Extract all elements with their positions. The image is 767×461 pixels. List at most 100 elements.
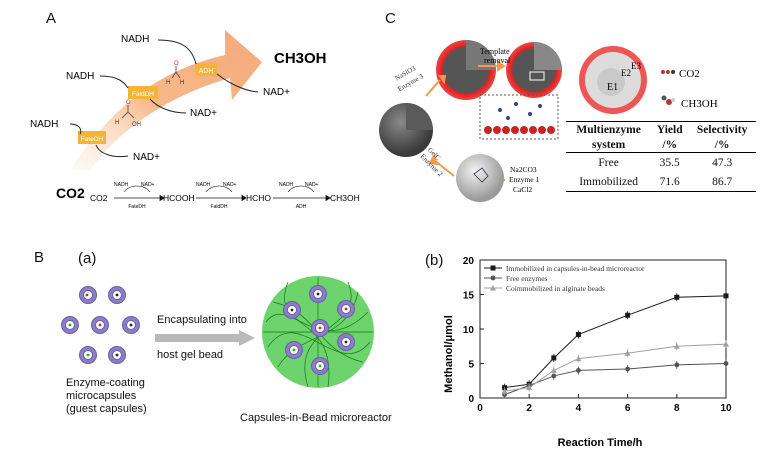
y-tick-label: 0 (468, 394, 474, 405)
data-point (490, 265, 496, 271)
panel-a-letter: A (46, 10, 57, 27)
data-point (490, 285, 496, 291)
svg-text:CaCl2: CaCl2 (513, 185, 532, 194)
x-tick-label: 8 (674, 403, 680, 414)
data-point (625, 366, 630, 372)
nad-label-1: NAD+ (133, 152, 160, 163)
svg-text:ADH: ADH (296, 204, 307, 210)
data-point (551, 355, 557, 361)
x-tick-label: 4 (576, 403, 582, 414)
guest-caption: Enzyme-coating microcapsules (guest caps… (66, 377, 147, 415)
nadh-label-1: NADH (30, 119, 58, 130)
panel-c-enzyme-capsule: E1 E2 E3 CO2 CH3OH (579, 46, 718, 114)
capsule-caco3 (456, 154, 504, 202)
svg-text:CO2: CO2 (679, 68, 700, 80)
eq-co2: CO2 (90, 193, 108, 203)
capsules-in-bead (262, 276, 374, 388)
legend-label: Immobilized in capsules-in-bead microrea… (506, 264, 645, 273)
svg-text:H: H (180, 80, 184, 86)
series-line-0 (504, 295, 727, 389)
enzyme-label-falddh: FaldDH (132, 91, 154, 98)
data-point (501, 388, 508, 394)
svg-text:O: O (126, 100, 131, 106)
svg-text:removal: removal (484, 56, 511, 65)
data-point (674, 362, 680, 368)
enzyme-box-falddh (128, 86, 158, 99)
series-line-2 (504, 343, 727, 392)
svg-text:FaldDH: FaldDH (211, 204, 228, 210)
enzyme-label-adh: ADH (199, 68, 214, 75)
data-point (673, 343, 680, 349)
col-header-selectivity: Selectivity (688, 121, 756, 137)
svg-text:E3: E3 (631, 61, 641, 71)
x-tick-label: 6 (625, 403, 631, 414)
data-point (576, 368, 581, 373)
data-point (723, 361, 729, 366)
yield-selectivity-table: Multienzyme Yield Selectivity system /% … (566, 121, 756, 192)
svg-text:NADH: NADH (114, 182, 129, 188)
svg-text:OH: OH (132, 122, 141, 128)
eq-hcho: HCHO (246, 193, 271, 203)
col-header-yield: Yield (651, 121, 689, 137)
host-gel-label: host gel bead (157, 349, 224, 361)
series-line-1 (504, 363, 727, 396)
svg-text:FateDH: FateDH (128, 204, 146, 210)
guest-capsules-group (61, 286, 140, 364)
data-point (625, 312, 631, 318)
panel-b-letter: B (34, 249, 45, 266)
panel-a-scheme: FateDH FaldDH ADH NADH NADH NADH NAD+ NA… (30, 30, 360, 210)
svg-text:NAD+: NAD+ (141, 182, 155, 188)
co2-label: CO2 (56, 185, 85, 201)
y-tick-label: 10 (463, 325, 475, 336)
nadh-label-3: NADH (121, 34, 149, 45)
svg-text:H: H (115, 120, 119, 126)
y-axis-label: Methanol/μmol (443, 315, 455, 393)
svg-text:NADH: NADH (196, 182, 211, 188)
y-tick-label: 20 (463, 256, 475, 267)
svg-text:NAD+: NAD+ (223, 182, 237, 188)
table-row: Free 35.5 47.3 (598, 156, 733, 169)
nad-label-2: NAD+ (190, 108, 217, 119)
data-point (575, 332, 581, 338)
data-point (723, 341, 729, 347)
table-row: Immobilized 71.6 86.7 (566, 172, 756, 192)
data-point (490, 275, 496, 281)
svg-text:NAD+: NAD+ (305, 182, 319, 188)
panel-c-letter: C (385, 10, 396, 27)
x-tick-label: 10 (720, 403, 732, 414)
eq-ch3oh: CH3OH (330, 193, 360, 203)
svg-text:CH3OH: CH3OH (681, 98, 718, 110)
data-point (526, 384, 533, 391)
enzyme-box-fatedh (78, 131, 106, 144)
svg-text:Template: Template (480, 47, 510, 56)
svg-text:E2: E2 (621, 68, 631, 78)
panel-b-sub-b: (b) (425, 252, 444, 269)
col-header-system: Multienzyme (566, 121, 652, 137)
svg-text:H: H (166, 80, 170, 86)
encapsulating-label: Encapsulating into (157, 314, 247, 326)
svg-text:NADH: NADH (279, 182, 294, 188)
data-point (723, 293, 729, 299)
data-point (575, 355, 582, 362)
x-axis-label: Reaction Time/h (558, 437, 643, 449)
bead-caption: Capsules-in-Bead microreactor (240, 412, 392, 424)
x-tick-label: 2 (526, 403, 532, 414)
x-tick-label: 0 (477, 403, 483, 414)
data-point (624, 350, 631, 356)
enzyme-box-adh (195, 63, 217, 76)
y-tick-label: 15 (463, 291, 475, 302)
encapsulating-arrow (155, 330, 255, 346)
enzyme-label-fatedh: FateDH (81, 136, 104, 143)
svg-text:Enzyme 1: Enzyme 1 (509, 175, 539, 184)
eq-hcooh: HCOOH (163, 193, 195, 203)
svg-text:O: O (174, 61, 179, 67)
data-point (674, 294, 680, 300)
data-point (551, 373, 557, 379)
data-point (550, 367, 557, 373)
product-ch3oh: CH3OH (274, 50, 327, 67)
svg-text:Na2CO3: Na2CO3 (510, 165, 537, 174)
panel-b-sub-a: (a) (78, 250, 97, 267)
panel-c-scheme: Template removal NaSiO3 Enzyme 3 GelC En… (379, 40, 562, 202)
nad-label-3: NAD+ (263, 87, 290, 98)
